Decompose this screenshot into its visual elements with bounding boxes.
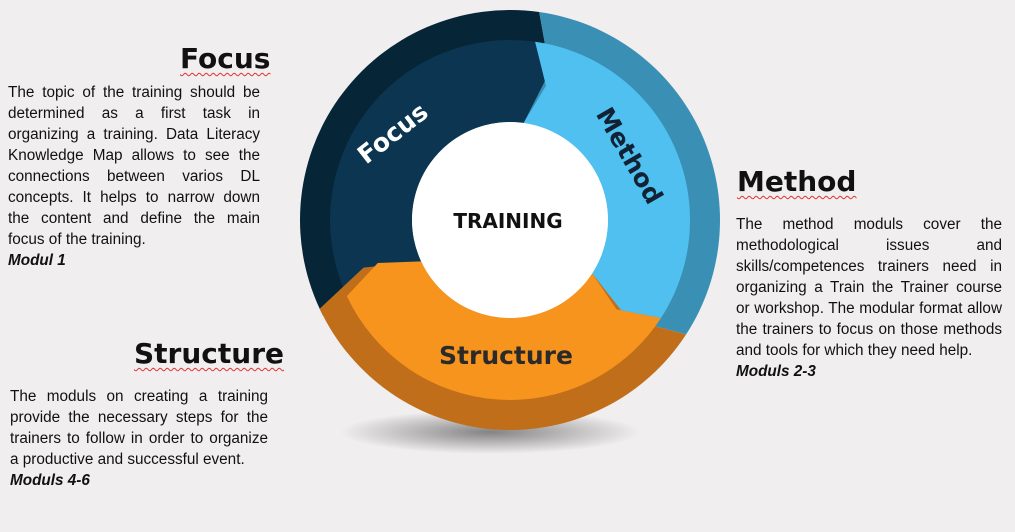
segment-label-structure: Structure bbox=[439, 341, 573, 370]
structure-text: The moduls on creating a training provid… bbox=[10, 388, 268, 468]
segment-focus bbox=[330, 39, 546, 302]
method-description: The method moduls cover the methodologic… bbox=[736, 214, 1002, 382]
structure-title: Structure bbox=[134, 337, 285, 370]
structure-description: The moduls on creating a training provid… bbox=[10, 386, 268, 491]
center-label: TRAINING bbox=[453, 209, 562, 233]
structure-module: Moduls 4-6 bbox=[10, 472, 90, 489]
focus-description: The topic of the training should be dete… bbox=[8, 82, 260, 271]
focus-text: The topic of the training should be dete… bbox=[8, 84, 260, 248]
center-circle bbox=[412, 122, 608, 318]
segment-method bbox=[523, 41, 690, 319]
segment-structure bbox=[346, 261, 661, 401]
focus-title: Focus bbox=[180, 42, 271, 75]
method-title: Method bbox=[737, 165, 857, 198]
method-text: The method moduls cover the methodologic… bbox=[736, 216, 1002, 359]
method-module: Moduls 2-3 bbox=[736, 363, 816, 380]
focus-module: Modul 1 bbox=[8, 252, 66, 269]
